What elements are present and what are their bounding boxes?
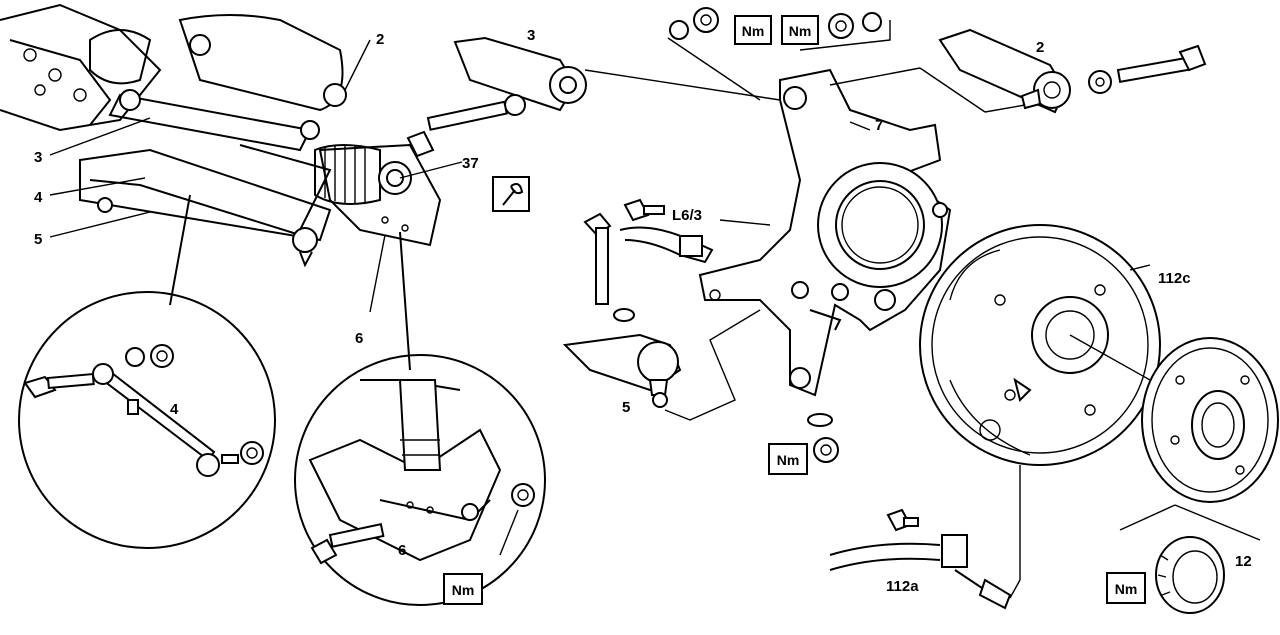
detail-circle-link-6 (294, 354, 546, 606)
detail-circle-link-4 (18, 291, 276, 549)
part-label: 5 (34, 231, 42, 248)
torque-label: Nm (742, 23, 765, 39)
wheel-hub-flange (1069, 334, 1279, 541)
part-label: 2 (376, 31, 384, 48)
part-label: 112c (1158, 270, 1191, 287)
torque-box-5 (1106, 572, 1146, 604)
link-2-part (829, 28, 1207, 114)
brake-line-bracket (829, 508, 1021, 610)
part-label: 5 (622, 399, 630, 416)
link-3-part (406, 36, 781, 158)
lower-hardware (807, 413, 839, 463)
torque-label: Nm (452, 582, 475, 598)
part-label: 112a (886, 578, 919, 595)
part-label: 4 (34, 189, 43, 206)
part-label: 6 (355, 330, 363, 347)
left-leaders (49, 39, 463, 371)
abs-sensor (619, 198, 771, 264)
torque-label: Nm (789, 23, 812, 39)
part-label: 4 (170, 401, 179, 418)
link-5-part (562, 212, 682, 408)
part-label: 6 (398, 542, 406, 559)
brake-backing-plate (919, 224, 1161, 580)
torque-label: Nm (1115, 581, 1138, 597)
part-label: 3 (34, 149, 42, 166)
part-label: 37 (462, 155, 479, 172)
part-label: 3 (527, 27, 535, 44)
axle-nut (1155, 536, 1225, 614)
part-label: 7 (875, 117, 883, 134)
torque-box-2 (781, 15, 819, 45)
part-label: L6/3 (672, 207, 702, 224)
part-label: 2 (1036, 39, 1044, 56)
torque-box-1 (734, 15, 772, 45)
top-hardware-group (667, 7, 891, 101)
torque-box-4 (443, 573, 483, 605)
special-tool-icon (492, 176, 530, 212)
wheel-carrier-knuckle (664, 68, 952, 421)
torque-box-3 (768, 443, 808, 475)
torque-label: Nm (777, 452, 800, 468)
subframe-assembly (0, 3, 442, 268)
part-label: 12 (1235, 553, 1252, 570)
